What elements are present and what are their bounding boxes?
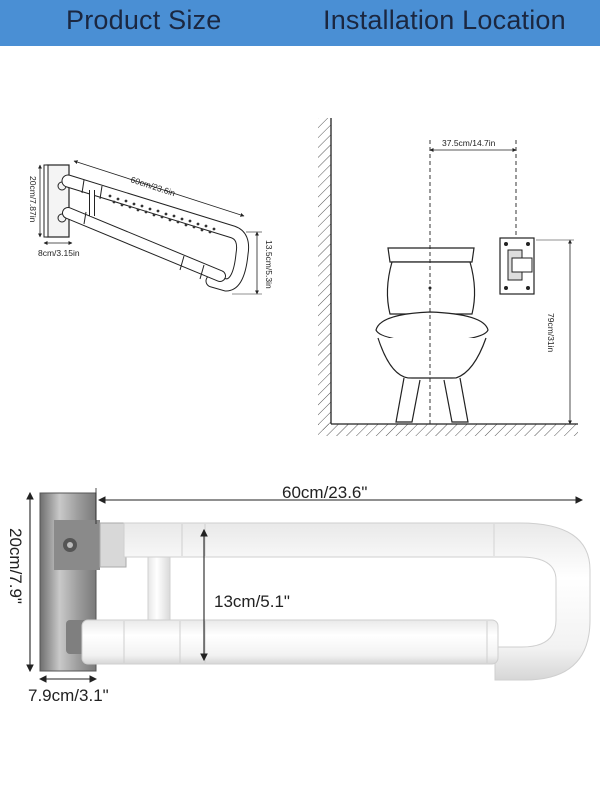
large-plate-height-label: 20cm/7.9" bbox=[6, 528, 25, 604]
large-grab-bar-illustration: 60cm/23.6" 20cm/7.9" 7.9cm/3.1" 13cm/5.1… bbox=[6, 483, 591, 705]
install-height-label: 79cm/31in bbox=[546, 313, 556, 352]
product-size-title: Product Size bbox=[66, 5, 222, 35]
installation-location-title: Installation Location bbox=[323, 5, 566, 35]
small-grab-bar-diagram: 60cm/23.6in 20cm/7.87in 8cm/3.15in 13.5c… bbox=[28, 160, 274, 295]
header-banner: Product Size Installation Location bbox=[0, 0, 600, 46]
large-plate-width-label: 7.9cm/3.1" bbox=[28, 686, 109, 705]
large-bar-spacing-label: 13cm/5.1" bbox=[214, 592, 290, 611]
installation-diagram: 37.5cm/14.7in 79cm/31in bbox=[318, 118, 578, 436]
small-plate-height-label: 20cm/7.87in bbox=[28, 176, 38, 223]
small-bar-spacing-label: 13.5cm/5.3in bbox=[264, 240, 274, 289]
small-plate-width-label: 8cm/3.15in bbox=[38, 248, 80, 258]
install-offset-label: 37.5cm/14.7in bbox=[442, 138, 496, 148]
small-length-label: 60cm/23.6in bbox=[129, 174, 176, 198]
large-length-label: 60cm/23.6" bbox=[282, 483, 367, 502]
